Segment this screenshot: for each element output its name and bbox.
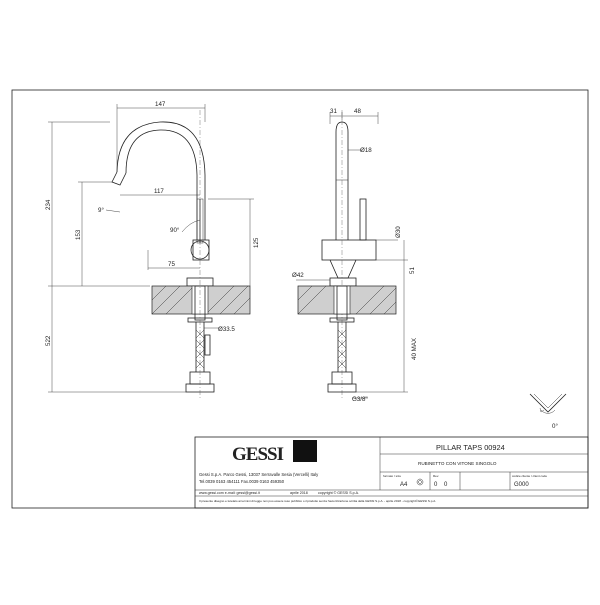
dim-deck-max: 40 MAX <box>411 338 418 360</box>
rotation-detail: 0° <box>529 393 567 430</box>
brand-logo-block <box>293 440 317 462</box>
front-view: 147 117 9° 234 153 90° 75 125 522 Ø33.5 <box>45 101 260 400</box>
title-block: GESSI Gessi S.p.A. Parco Gessi, 13037 Se… <box>194 436 589 509</box>
dim-handle-angle: 90° <box>170 227 180 234</box>
company-date: aprile 2018 <box>290 491 308 495</box>
dim-offset-left: 31 <box>330 108 337 115</box>
dim-handle-offset: 51 <box>409 267 416 274</box>
spout-arc-outer <box>116 121 206 240</box>
spout-arc-inner <box>125 129 198 240</box>
dim-base-dia: Ø42 <box>292 272 304 279</box>
lever-side <box>359 198 367 241</box>
client-code-value: G000 <box>514 482 529 488</box>
rev-value-2: 0 <box>444 482 448 488</box>
deck-front <box>151 285 251 315</box>
client-code-label: codice cliente / client code <box>512 474 547 478</box>
dim-spout-reach: 117 <box>154 188 164 195</box>
rev-value-1: 0 <box>434 482 438 488</box>
dim-height-total: 234 <box>45 199 52 210</box>
side-view: 31 48 Ø18 Ø30 51 Ø42 40 MAX G3/8" <box>292 108 418 403</box>
format-label: formato / size <box>383 474 401 478</box>
base-side <box>329 277 357 287</box>
format-value: A4 <box>400 482 408 488</box>
company-copyright: copyright © GESSI S.p.A. <box>318 491 359 495</box>
rev-label: Rev. <box>433 474 439 478</box>
projection-symbol <box>416 478 424 486</box>
dim-height-spout: 153 <box>75 229 82 240</box>
dim-offset-right: 48 <box>354 108 361 115</box>
dim-handle-length: 75 <box>168 261 175 268</box>
dim-below-deck: 522 <box>45 335 52 346</box>
company-web: www.gessi.com e-mail: gessi@gessi.it <box>199 491 260 495</box>
company-contacts: Tel.0039 0163 454111 Fax.0039 0163 45935… <box>199 479 285 484</box>
rotation-angle: 0° <box>552 423 558 430</box>
company-address: Gessi S.p.A. Parco Gessi, 13037 Serraval… <box>199 472 319 477</box>
product-title: PILLAR TAPS 00924 <box>436 443 505 452</box>
dim-width-top: 147 <box>155 101 166 108</box>
dim-spout-angle: 9° <box>98 207 104 214</box>
dim-thread: G3/8" <box>352 396 368 403</box>
dim-hole-dia: Ø33.5 <box>218 326 235 333</box>
dim-spout-dia: Ø18 <box>360 147 372 154</box>
legal-note: Il presente disegno e tutelato ai termin… <box>199 499 436 503</box>
dim-handle-height: 125 <box>253 237 260 248</box>
product-subtitle: RUBINETTO CON VITONE SINGOLO <box>418 461 497 466</box>
body-side <box>321 239 377 261</box>
spout-tip <box>111 171 127 186</box>
dim-handle-dia: Ø30 <box>395 226 402 238</box>
brand-logo: GESSI <box>232 444 284 465</box>
